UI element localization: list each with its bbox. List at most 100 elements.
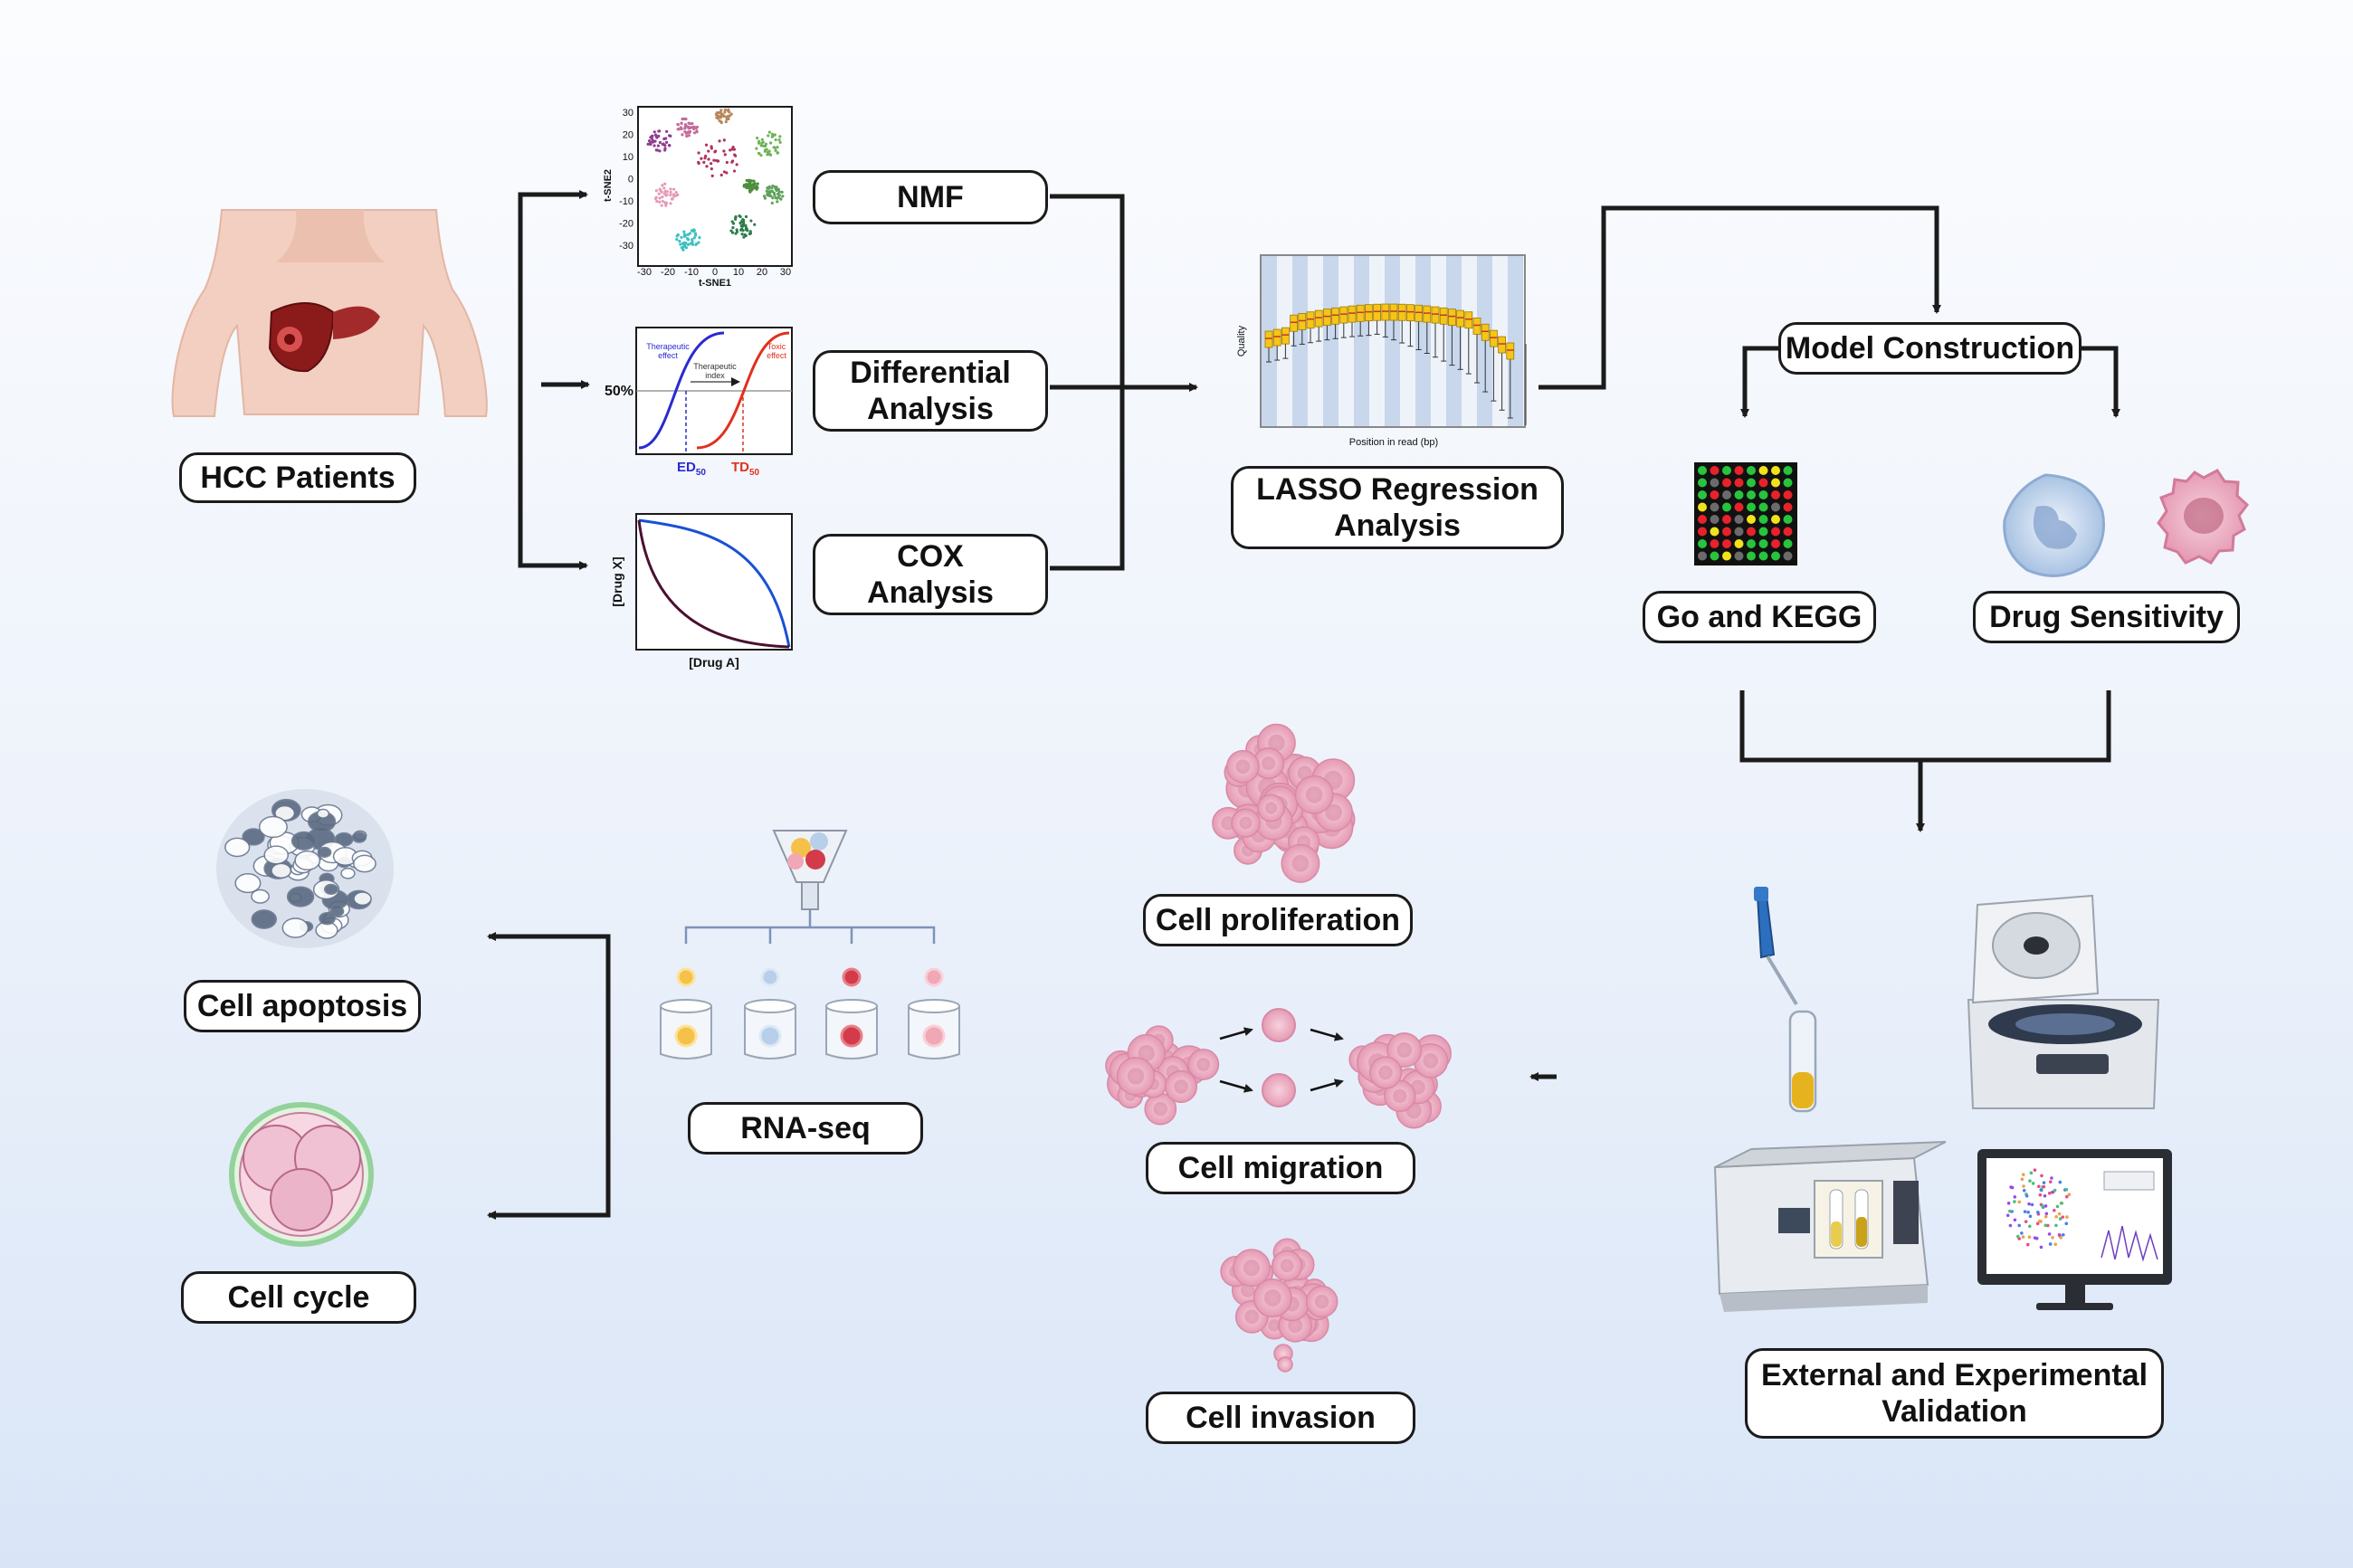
go-drug-bracket xyxy=(1739,690,2111,763)
tsne-point xyxy=(697,151,700,155)
monitor-point xyxy=(2013,1200,2016,1203)
tsne-point xyxy=(661,195,664,199)
apoptotic-body xyxy=(224,837,251,858)
computer-monitor-icon xyxy=(1977,1149,2172,1310)
monitor-point xyxy=(2067,1193,2072,1197)
tsne-point xyxy=(729,229,733,233)
cell-nucleus xyxy=(1378,1065,1393,1080)
tube-rim xyxy=(744,999,796,1013)
patient-torso-illustration xyxy=(171,209,488,417)
ed50-label: ED50 xyxy=(677,460,706,478)
tsne-point xyxy=(766,153,769,157)
heatmap-cell xyxy=(1710,490,1720,499)
monitor-point xyxy=(2020,1231,2024,1235)
tsne-point xyxy=(686,238,691,242)
tsne-point xyxy=(671,197,674,201)
heatmap-cell xyxy=(1710,551,1720,561)
tsne-point xyxy=(759,154,763,157)
monitor-point xyxy=(2017,1223,2022,1228)
monitor-point xyxy=(2025,1242,2030,1247)
monitor-point xyxy=(2022,1184,2025,1188)
quality-xlabel: Position in read (bp) xyxy=(1349,437,1438,448)
monitor-point xyxy=(2009,1185,2013,1189)
tsne-point xyxy=(687,121,691,125)
monitor-point xyxy=(2054,1223,2058,1228)
heatmap-cell xyxy=(1734,502,1744,512)
tsne-point xyxy=(703,157,707,160)
monitor-point xyxy=(2017,1200,2022,1204)
migrating-cell xyxy=(1262,1073,1296,1107)
quality-box xyxy=(1298,313,1307,330)
invading-cell xyxy=(1277,1356,1293,1373)
tsne-point xyxy=(727,117,730,121)
model-to-drug-arrow xyxy=(2080,346,2120,418)
monitor-point xyxy=(2060,1202,2064,1205)
heatmap-cell xyxy=(1722,466,1731,475)
quality-box xyxy=(1448,309,1456,327)
cell-nucleus xyxy=(1262,756,1276,771)
go-kegg-label: Go and KEGG xyxy=(1656,600,1862,634)
tsne-point xyxy=(681,245,685,249)
tsne-point xyxy=(663,182,667,185)
monitor-point xyxy=(2027,1202,2031,1206)
model-construction-label: Model Construction xyxy=(1785,331,2075,366)
tube-cell xyxy=(674,1024,698,1048)
tsne-y-tick: 30 xyxy=(623,108,634,119)
tsne-point xyxy=(672,195,676,198)
migration-arrow xyxy=(1310,1028,1344,1041)
tsne-point xyxy=(661,199,664,204)
to-tsne-arrow xyxy=(518,190,588,385)
apoptotic-body xyxy=(340,867,356,879)
tsne-point xyxy=(687,134,691,138)
to-apoptosis-arrow xyxy=(487,932,611,1077)
heatmap-cell xyxy=(1698,502,1707,512)
tsne-point xyxy=(664,140,669,144)
heatmap-cell xyxy=(1771,478,1780,488)
tsne-point xyxy=(743,233,747,237)
heatmap-cell xyxy=(1783,539,1793,548)
monitor-point xyxy=(2065,1215,2069,1219)
tsne-point xyxy=(685,134,689,138)
quality-box xyxy=(1373,303,1381,321)
heatmap-cell xyxy=(1758,502,1768,512)
therapeutic-label-1: Therapeutic xyxy=(646,342,690,351)
tsne-point xyxy=(735,230,739,233)
tsne-point xyxy=(776,195,780,199)
tsne-point xyxy=(653,144,656,147)
tsne-point xyxy=(686,242,690,246)
quality-box xyxy=(1472,318,1481,335)
cell-invasion-box: Cell invasion xyxy=(1146,1392,1415,1444)
model-to-go-arrow xyxy=(1740,346,1781,418)
tsne-point xyxy=(676,193,680,196)
tsne-point xyxy=(765,147,768,151)
apoptotic-body xyxy=(251,889,270,904)
therapeutic-label-2: effect xyxy=(658,351,678,360)
tsne-point xyxy=(714,149,718,153)
heatmap-cell xyxy=(1783,478,1793,488)
spectrophotometer-icon xyxy=(1713,1141,1947,1312)
heatmap-cell xyxy=(1747,539,1756,548)
pipette-and-tube-icon xyxy=(1754,887,1817,1113)
cell-nucleus xyxy=(1305,786,1323,803)
tsne-point xyxy=(725,160,729,165)
cell-nucleus xyxy=(1196,1057,1211,1071)
tsne-point xyxy=(650,137,653,140)
heatmap-cell xyxy=(1771,527,1780,537)
tsne-point xyxy=(741,229,745,233)
hcc-patients-label: HCC Patients xyxy=(200,461,395,495)
tsne-x-tick: -30 xyxy=(637,267,652,278)
monitor-point xyxy=(2033,1236,2037,1240)
monitor-point xyxy=(2043,1214,2048,1219)
tsne-point xyxy=(767,194,770,197)
tube-rim xyxy=(660,999,712,1013)
heatmap-cell xyxy=(1783,490,1793,499)
tsne-point xyxy=(697,160,700,165)
tsne-point xyxy=(681,133,684,137)
tsne-point xyxy=(674,191,678,195)
heatmap-cell xyxy=(1747,515,1756,524)
cell-cycle-box: Cell cycle xyxy=(181,1271,416,1324)
tsne-point xyxy=(748,190,752,194)
